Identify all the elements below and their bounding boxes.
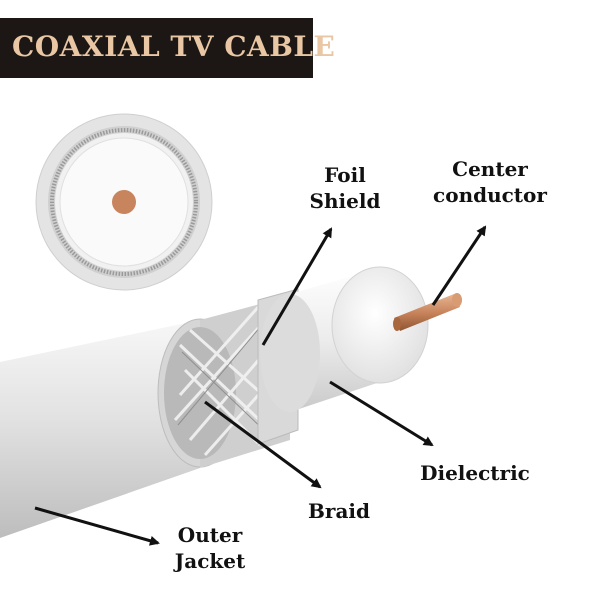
arrow-braid bbox=[204, 400, 322, 489]
arrow-center-conductor bbox=[431, 225, 487, 306]
arrow-outer-jacket bbox=[34, 506, 160, 546]
label-center-conductor-line2: conductor bbox=[433, 183, 547, 207]
label-braid: Braid bbox=[300, 498, 378, 524]
cable-body bbox=[0, 266, 462, 538]
arrow-foil-shield bbox=[261, 227, 333, 346]
label-center-conductor: Center conductor bbox=[420, 156, 560, 208]
label-foil-shield: Foil Shield bbox=[300, 162, 390, 214]
label-outer-jacket-line2: Jacket bbox=[174, 549, 246, 573]
label-outer-jacket: Outer Jacket bbox=[160, 522, 260, 574]
label-foil-shield-line1: Foil bbox=[324, 163, 366, 187]
diagram-title: COAXIAL TV CABLE bbox=[12, 30, 336, 63]
label-center-conductor-line1: Center bbox=[452, 157, 528, 181]
title-banner: COAXIAL TV CABLE bbox=[0, 18, 335, 78]
label-braid-text: Braid bbox=[308, 499, 370, 523]
arrows bbox=[34, 225, 487, 546]
label-outer-jacket-line1: Outer bbox=[177, 523, 243, 547]
arrow-dielectric bbox=[329, 380, 434, 447]
label-dielectric-text: Dielectric bbox=[420, 461, 530, 485]
label-foil-shield-line2: Shield bbox=[309, 189, 381, 213]
label-dielectric: Dielectric bbox=[408, 460, 542, 486]
cross-section bbox=[35, 113, 213, 291]
